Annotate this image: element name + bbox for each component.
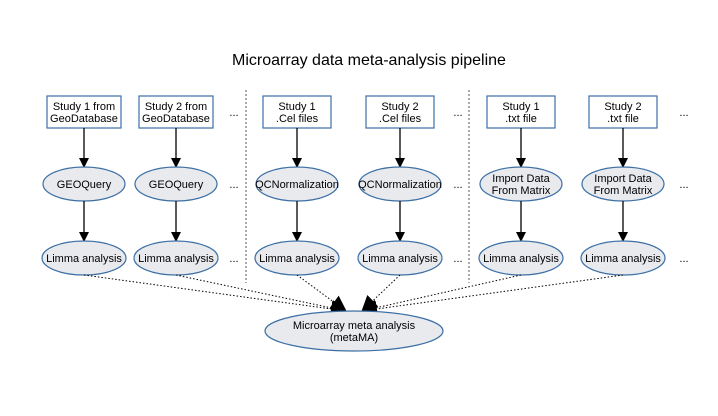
- ellipsis-marker: ...: [679, 107, 688, 119]
- ellipsis-marker: ...: [229, 107, 238, 119]
- source-label: .txt file: [505, 113, 537, 125]
- analysis-label: Limma analysis: [138, 253, 214, 265]
- process-label: From Matrix: [594, 185, 653, 197]
- merge-arrow: [361, 274, 401, 312]
- source-label: Study 2: [381, 101, 418, 113]
- process-label: GEOQuery: [57, 179, 112, 191]
- process-label: GEOQuery: [149, 179, 204, 191]
- source-label: .Cel files: [379, 113, 422, 125]
- analysis-label: Limma analysis: [362, 253, 438, 265]
- ellipsis-marker: ...: [453, 107, 462, 119]
- source-label: Study 1 from: [53, 101, 115, 113]
- source-label: Study 2 from: [145, 101, 207, 113]
- ellipsis-marker: ...: [229, 179, 238, 191]
- source-label: Study 1: [278, 101, 315, 113]
- merge-arrow: [361, 274, 624, 317]
- source-label: Study 2: [604, 101, 641, 113]
- source-box: [365, 95, 435, 129]
- analysis-label: Limma analysis: [585, 253, 661, 265]
- source-box: [46, 95, 122, 129]
- meta-analysis-label: (metaMA): [330, 332, 378, 344]
- source-box: [262, 95, 332, 129]
- ellipsis-marker: ...: [453, 179, 462, 191]
- merge-arrow: [296, 274, 347, 312]
- ellipsis-marker: ...: [453, 253, 462, 265]
- source-box: [588, 95, 658, 129]
- source-label: GeoDatabase: [50, 113, 118, 125]
- ellipsis-marker: ...: [679, 253, 688, 265]
- merge-arrow: [361, 274, 522, 316]
- source-label: Study 1: [502, 101, 539, 113]
- analysis-label: Limma analysis: [483, 253, 559, 265]
- process-label: Import Data: [594, 173, 652, 185]
- process-label: Import Data: [492, 173, 550, 185]
- meta-analysis-node: [264, 310, 444, 352]
- merge-arrow: [175, 274, 347, 316]
- analysis-label: Limma analysis: [46, 253, 122, 265]
- source-box: [138, 95, 214, 129]
- merge-arrow: [83, 274, 347, 317]
- source-label: .txt file: [607, 113, 639, 125]
- diagram-title: Microarray data meta-analysis pipeline: [232, 52, 506, 69]
- ellipsis-marker: ...: [229, 253, 238, 265]
- source-label: GeoDatabase: [142, 113, 210, 125]
- process-label: From Matrix: [492, 185, 551, 197]
- source-label: .Cel files: [276, 113, 319, 125]
- source-box: [486, 95, 556, 129]
- process-label: QCNormalization: [255, 179, 339, 191]
- analysis-label: Limma analysis: [259, 253, 335, 265]
- process-label: QCNormalization: [358, 179, 442, 191]
- meta-analysis-label: Microarray meta analysis: [293, 320, 416, 332]
- ellipsis-marker: ...: [679, 179, 688, 191]
